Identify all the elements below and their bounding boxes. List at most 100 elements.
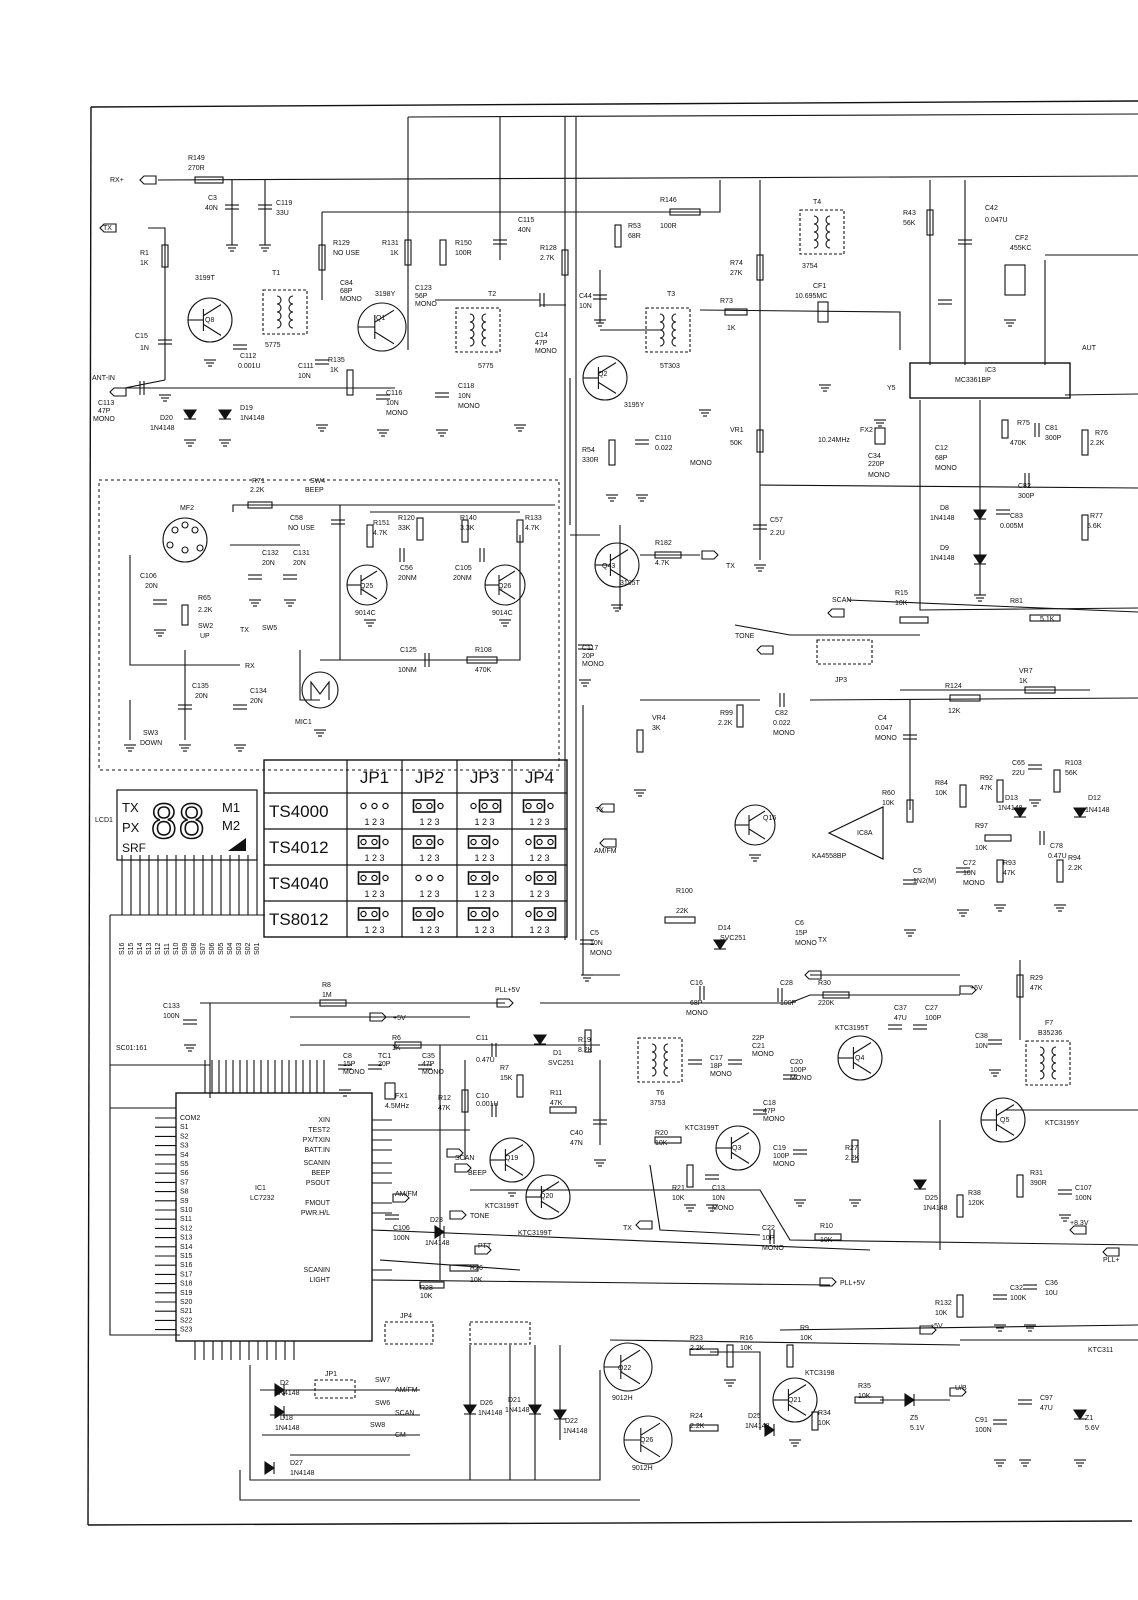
label-jp3: JP3: [835, 677, 847, 684]
jumper-pins-2-1: 1 2 3: [419, 889, 439, 899]
label-ic8a: IC8A: [857, 830, 873, 837]
ic1-pin-right-6: PSOUT: [306, 1180, 331, 1187]
r100-resistor: [664, 916, 696, 924]
label-c5-val: 1N2(M): [913, 878, 936, 885]
c28-capacitor: [777, 988, 783, 1002]
jumper-pins-1-2: 1 2 3: [474, 853, 494, 863]
jumper-header-0: JP1: [360, 768, 389, 787]
label-c5b-val: 10N: [590, 940, 603, 947]
label-c3-val: 40N: [205, 205, 218, 212]
r94-resistor: [1056, 859, 1064, 883]
ground-icon: [1054, 904, 1066, 912]
r53-resistor: [614, 224, 622, 248]
label-r108-val: 470K: [475, 667, 492, 674]
d14-varactor: [712, 939, 728, 950]
label-d20: D20: [160, 415, 173, 422]
z5-zener: [904, 1392, 915, 1408]
label-r8: R8: [322, 982, 331, 989]
label-r77-val: 5.6K: [1087, 523, 1102, 530]
label-t1-type: 5775: [265, 342, 281, 349]
scan-port-ic: [446, 1148, 464, 1158]
label-r146-val: 100R: [660, 223, 677, 230]
ground-icon: [1024, 1324, 1036, 1332]
seg-line-6: S10: [173, 942, 180, 955]
label-d24: D25: [748, 1413, 761, 1420]
ic1-pin-right-8: PWR.H/L: [301, 1210, 330, 1217]
ground-icon: [184, 439, 196, 447]
label-d27: D27: [290, 1460, 303, 1467]
label-sw2: SW2: [198, 623, 213, 630]
seg-line-1: S15: [128, 942, 135, 955]
q22-transistor: [603, 1342, 653, 1392]
label-tone: TONE: [735, 633, 755, 640]
ic1-pin-left-16: S16: [180, 1262, 193, 1269]
label-d23-type: 1N4148: [425, 1240, 450, 1247]
label-c8-mono: MONO: [343, 1069, 365, 1076]
label-q26b: Q26: [640, 1437, 653, 1444]
label-d19: D19: [240, 405, 253, 412]
label-c28-val: 100P: [780, 1000, 797, 1007]
label-q26b-type: 9012H: [632, 1465, 653, 1472]
label-c56-val: 20NM: [398, 575, 417, 582]
label-sw3-down: DOWN: [140, 740, 162, 747]
label-fx1-val: 4.5MHz: [385, 1103, 410, 1110]
label-d26-type: 1N4148: [478, 1410, 503, 1417]
ground-icon: [234, 744, 246, 752]
q2-transistor: [582, 355, 628, 401]
jumper-setting-2-2: 1 2 3: [467, 871, 499, 899]
c36-capacitor: [1023, 1284, 1037, 1290]
jp1-block: [314, 1379, 356, 1399]
u-b-port: [949, 1387, 967, 1397]
label-r60: R60: [882, 790, 895, 797]
label-c116-val: 10N: [386, 400, 399, 407]
label-d20-type: 1N4148: [150, 425, 175, 432]
ground-icon: [1029, 799, 1041, 807]
label-r131-val: 1K: [390, 250, 399, 257]
c110-capacitor: [635, 439, 649, 445]
label-t2-type: 5775: [478, 363, 494, 370]
label-z1-val: 5.6V: [1085, 1425, 1100, 1432]
label-q5: Q5: [1000, 1117, 1009, 1124]
jumper-table-frame: [263, 759, 568, 938]
label-d2: D2: [280, 1380, 289, 1387]
label-d8-type: 1N4148: [930, 515, 955, 522]
ic1-pin-right-1: TEST2: [308, 1127, 330, 1134]
label-q8: Q8: [205, 317, 214, 324]
ground-icon: [684, 1204, 696, 1212]
c17-capacitor: [688, 1059, 702, 1065]
label-r94: R94: [1068, 855, 1081, 862]
label-d9-type: 1N4148: [930, 555, 955, 562]
jumper-setting-2-0: 1 2 3: [357, 871, 389, 899]
t3-transformer: [645, 307, 691, 353]
label-c3: C3: [208, 195, 217, 202]
r182-resistor: [654, 551, 682, 559]
c41-capacitor: [938, 299, 952, 305]
label-c110-val: 0.022: [655, 445, 673, 452]
label-r19-val: 8.2K: [578, 1047, 593, 1054]
label-c112-val: 0.001U: [238, 363, 261, 370]
c3-capacitor: [225, 204, 239, 210]
label-c84-val: 68P: [340, 288, 353, 295]
ground-icon: [219, 439, 231, 447]
label-c57: C57: [770, 517, 783, 524]
label-c118: C118: [458, 383, 474, 390]
label-r9-val: 10K: [800, 1335, 813, 1342]
label-r23-val: 2.2K: [690, 1345, 705, 1352]
ic1-pin-right-2: PX/TXIN: [303, 1137, 330, 1144]
ant-in-port: [109, 387, 127, 397]
c11-capacitor: [491, 1043, 497, 1057]
q8-transistor: [187, 297, 233, 343]
label-c6-val: 15P: [795, 930, 808, 937]
c57-capacitor: [753, 524, 767, 530]
label-ant-in: ANT-IN: [92, 375, 115, 382]
label-d9: D9: [940, 545, 949, 552]
vr4-potentiometer: [636, 729, 644, 753]
fx2-crystal: [874, 427, 886, 445]
c117-capacitor: [578, 644, 592, 650]
r29-resistor: [1016, 974, 1024, 998]
label-c15: C15: [135, 333, 148, 340]
label-q43-type: 3195T: [620, 580, 641, 587]
lcd-frame: [116, 789, 258, 861]
label-r84-val: 10K: [935, 790, 948, 797]
label-d23: D23: [430, 1217, 443, 1224]
